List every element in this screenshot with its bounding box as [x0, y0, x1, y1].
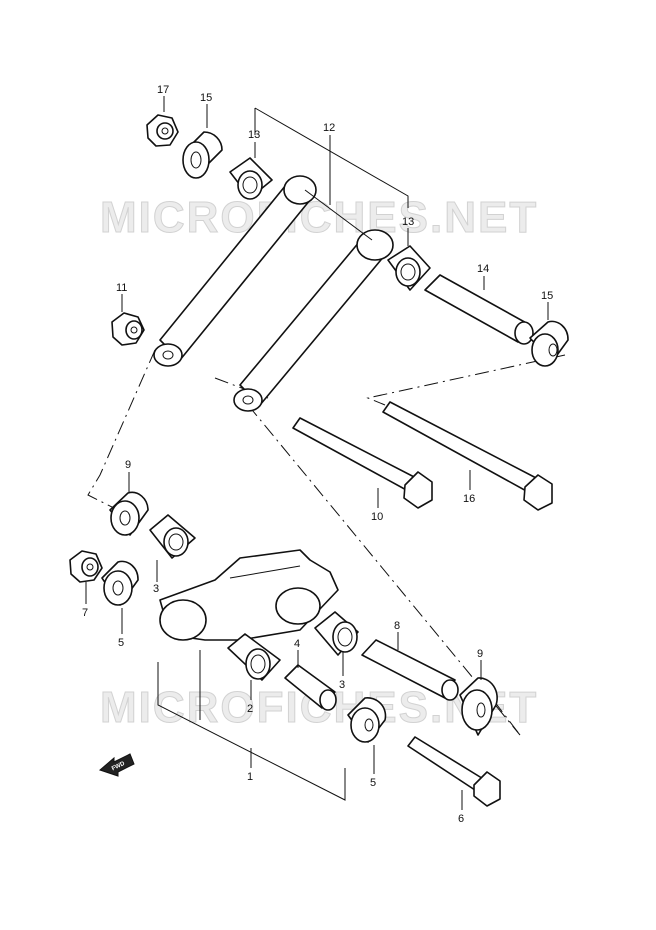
part-16-bolt[interactable] [382, 401, 553, 511]
callout-3-left: 3 [153, 583, 159, 595]
part-12-link-rods[interactable] [153, 175, 394, 412]
callout-8: 8 [394, 620, 400, 632]
callout-5-bottom: 5 [370, 777, 376, 789]
part-13-bearing-top[interactable] [229, 157, 273, 200]
callout-12: 12 [323, 122, 335, 134]
callout-11: 11 [116, 282, 127, 294]
callout-13-top: 13 [248, 129, 260, 141]
callout-1: 1 [247, 771, 253, 783]
part-1-cushion-lever[interactable] [159, 549, 339, 641]
part-4-spacer[interactable] [284, 664, 337, 711]
callout-7: 7 [82, 607, 88, 619]
fwd-label: FWD [111, 761, 127, 773]
part-7-nut[interactable] [69, 550, 103, 583]
part-9-collar-right[interactable] [459, 677, 498, 736]
part-11-nut[interactable] [111, 312, 145, 346]
callout-4: 4 [294, 638, 300, 650]
callout-10: 10 [371, 511, 383, 523]
part-15-collar-top[interactable] [182, 131, 223, 179]
callout-17: 17 [157, 84, 169, 96]
part-10-bolt[interactable] [292, 417, 433, 509]
callout-15-right: 15 [541, 290, 553, 302]
callout-6: 6 [458, 813, 464, 825]
part-8-sleeve[interactable] [361, 639, 459, 701]
watermark-top: MICROFICHES.NET [100, 193, 538, 242]
part-6-bolt[interactable] [407, 736, 501, 807]
callout-16: 16 [463, 493, 475, 505]
part-13-bearing-mid[interactable] [387, 245, 431, 291]
part-17-nut[interactable] [146, 114, 179, 147]
callout-15-top: 15 [200, 92, 212, 104]
callout-9-left: 9 [125, 459, 131, 471]
callout-9-right: 9 [477, 648, 483, 660]
callout-13-mid: 13 [402, 216, 414, 228]
part-9-collar-left[interactable] [109, 491, 149, 536]
part-3-bearing-right[interactable] [314, 611, 359, 656]
part-15-collar-right[interactable] [529, 320, 569, 367]
callout-2: 2 [247, 703, 253, 715]
callout-3-right: 3 [339, 679, 345, 691]
part-14-sleeve[interactable] [424, 274, 534, 345]
callout-labels: 17 15 13 12 13 14 15 11 9 3 7 5 10 16 8 … [82, 84, 553, 825]
part-5-collar-left[interactable] [101, 560, 139, 606]
fwd-arrow-icon: FWD [99, 753, 135, 777]
part-2-bearing[interactable] [227, 633, 281, 681]
part-5-collar-bottom[interactable] [347, 697, 387, 743]
part-3-bearing-left[interactable] [149, 514, 196, 559]
callout-14: 14 [477, 263, 489, 275]
callout-5-left: 5 [118, 637, 124, 649]
leader-lines [85, 96, 549, 810]
